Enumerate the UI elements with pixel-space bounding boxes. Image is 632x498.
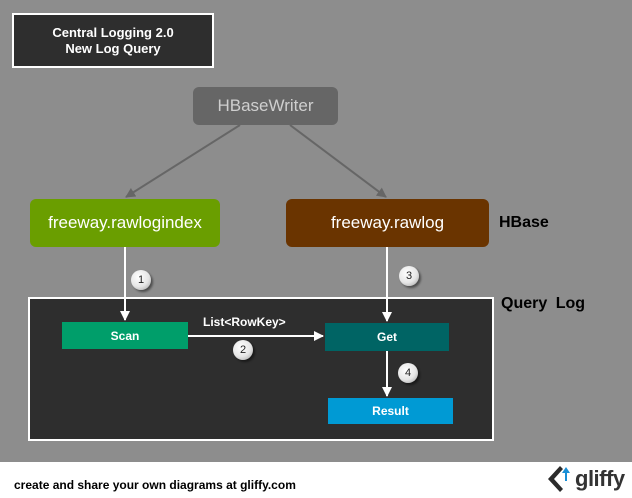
hbase-label: HBase xyxy=(499,214,549,231)
query-log-label: Query Log xyxy=(501,295,586,312)
step-badge-1: 1 xyxy=(131,270,151,290)
footer-link-text[interactable]: create and share your own diagrams at gl… xyxy=(14,478,296,492)
result-node: Result xyxy=(328,398,453,424)
step-badge-2: 2 xyxy=(233,340,253,360)
title-box: Central Logging 2.0 New Log Query xyxy=(12,13,214,68)
title-line-2: New Log Query xyxy=(65,40,161,56)
footer-bar: create and share your own diagrams at gl… xyxy=(0,462,632,498)
step-badge-4: 4 xyxy=(398,363,418,383)
list-rowkey-label: List<RowKey> xyxy=(203,315,286,329)
title-line-1: Central Logging 2.0 xyxy=(52,24,174,40)
gliffy-mark-icon xyxy=(548,466,570,492)
scan-node: Scan xyxy=(62,322,188,349)
rawlogindex-node: freeway.rawlogindex xyxy=(30,199,220,247)
hbasewriter-node: HBaseWriter xyxy=(193,87,338,125)
gliffy-wordmark: gliffy xyxy=(575,466,625,491)
gliffy-logo[interactable]: gliffy xyxy=(540,463,625,495)
step-badge-3: 3 xyxy=(399,266,419,286)
arrow-hbasewriter-to-rawlogindex xyxy=(125,124,241,198)
arrow-hbasewriter-to-rawlog xyxy=(289,124,387,198)
rawlog-node: freeway.rawlog xyxy=(286,199,489,247)
get-node: Get xyxy=(325,323,449,351)
